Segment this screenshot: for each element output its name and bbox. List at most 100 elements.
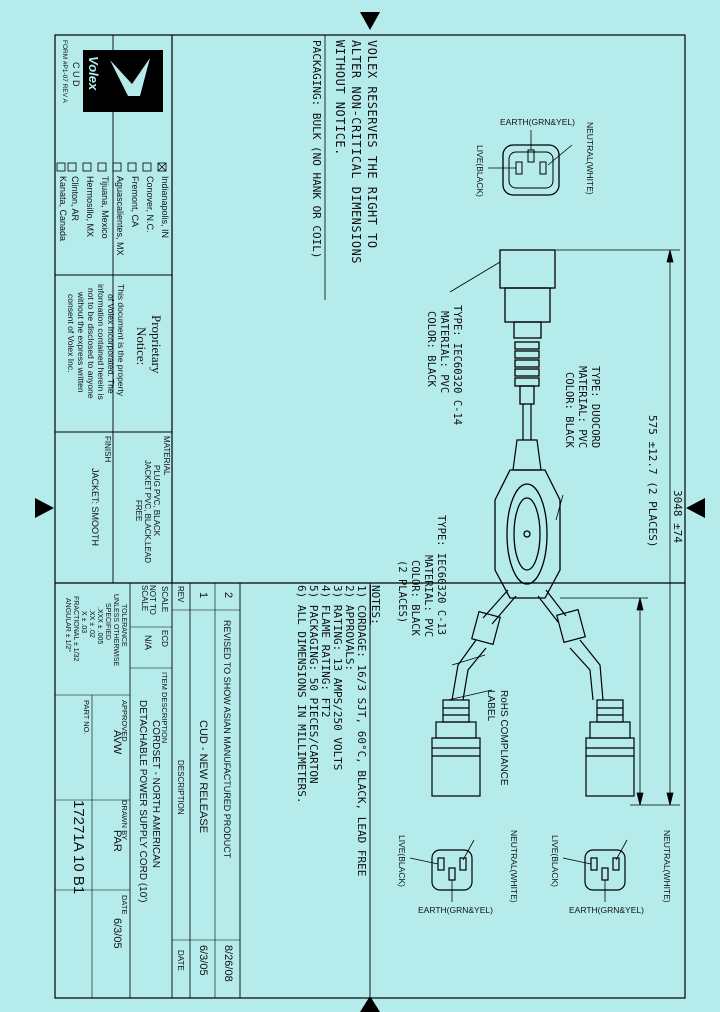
reserve-notice-2: WITHOUT NOTICE. [333,40,347,156]
rohs-label-1: LABEL [485,690,496,722]
duocord-material: MATERIAL: PVC [576,366,588,449]
br-earth-label: EARTH(GRN&YEL) [569,905,644,915]
br-neutral-label: NEUTRAL(WHITE) [662,830,672,903]
duocord-color: COLOR: BLACK [563,372,575,448]
c14-type: TYPE: IEC60320 C-14 [451,305,463,426]
note-1: 1) CORDAGE: 16/3 SJT, 60°C, BLACK, LEAD … [355,585,368,877]
cud-text: C U D [71,62,81,87]
proprietary-line-0: This document is the property [116,284,126,396]
tolerance-6: FRACTIONAL ± 1/32 [72,596,79,662]
volex-logo-mark [110,58,150,96]
top-live-label: LIVE(BLACK) [475,145,485,197]
bl-live-label: LIVE(BLACK) [397,835,407,887]
left-marker-arrow [35,498,54,518]
duocord-type: TYPE: DUOCORD [589,366,601,449]
top-marker-arrow [360,12,380,30]
tolerance-4: .XX ± .02 [88,609,95,638]
note-6: 6) ALL DIMENSIONS IN MILLIMETERS. [295,585,308,804]
rohs-label-0: RoHS COMPLIANCE [498,690,509,786]
desc-header: DESCRIPTION [176,760,185,815]
location-checkboxes [56,162,167,172]
connector-face-bottom-right [562,839,628,902]
dimension-branch: 575 ±12.7 (2 PLACES) [646,415,659,548]
notes-title: NOTES: [369,585,382,625]
br-live-label: LIVE(BLACK) [550,835,560,887]
c13-material: MATERIAL: PVC [422,555,434,638]
connector-face-top [488,130,573,196]
location-1: Conover, N.C. [145,176,155,233]
proprietary-line-2: information contained herein is [96,284,106,400]
c14-plug-body [499,249,556,405]
bl-neutral-label: NEUTRAL(WHITE) [509,830,519,903]
scale-label: SCALE [160,586,169,613]
connector-face-bottom-left [409,839,475,902]
location-3: Aguascalientes, MX [115,176,125,256]
part-number: 17271A 10 B1 [70,800,87,895]
proprietary-notice: Notice: [134,327,149,366]
approved: AVW [111,730,123,755]
tolerance-1: UNLESS OTHERWISE [112,594,119,667]
form-number: FORM #P1-07 REV A [61,40,68,103]
scale-value: NOT TO SCALE [140,585,157,615]
dimension-overall: 3048 ±74 [671,490,684,543]
rev-header: REV [176,586,185,603]
note-3: 3) RATING: 13 AMPS/250 VOLTS [331,585,344,771]
location-7: Kanata, Canada [58,176,68,242]
location-2: Fremont, CA [130,176,140,228]
c13-type: TYPE: IEC60320 C-13 [435,515,447,636]
c13-connector-left [431,699,481,797]
finish-label: FINISH [103,436,112,463]
material-line-2: FREE [134,500,143,522]
part-no-label: PART NO. [82,700,91,735]
top-neutral-label: NEUTRAL(WHITE) [585,122,595,195]
rev-row-1-desc: REVISED TO SHOW ASIAN MANUFACTURED PRODU… [222,620,232,859]
note-4: 4) FLAME RATING: FT2 [319,585,332,718]
proprietary-title: Proprietary [149,315,164,374]
volex-logo-text: Volex [86,56,101,91]
packaging-note: PACKAGING: BULK (NO HANK OR COIL) [310,40,323,259]
proprietary-line-4: without the express written [76,292,86,393]
c13-color: COLOR: BLACK [409,560,421,636]
location-4: Tijuana, Mexico [100,176,110,239]
item-desc-line-0: CORDSET - NORTH AMERICAN [150,720,161,868]
proprietary-line-1: of Volex Incorporated. The [106,294,116,394]
tolerance-7: ANGULAR ± 1/2° [64,598,71,653]
main-cord [512,404,542,471]
date-header: DATE [176,950,185,971]
c14-color: COLOR: BLACK [425,311,437,387]
splitter-body [494,469,561,599]
bottom-marker-arrow [360,996,380,1012]
scale-na: N/A [143,635,153,651]
tolerance-0: TOLERANCE [120,604,127,647]
proprietary-line-5: consent of Volex Inc. [66,294,76,373]
location-0: Indianapolis, IN [160,176,170,239]
ecd-header: ECD [160,630,169,647]
date-value: 6/3/05 [111,918,123,949]
note-5: 5) PACKAGING: 50 PIECES/CARTON [307,585,320,784]
material-label: MATERIAL [162,436,171,476]
rev-row-2-desc: CUD - NEW RELEASE [197,720,209,834]
item-desc-line-1: DETACHABLE POWER SUPPLY CORD (10') [137,700,148,903]
reserve-notice-1: ALTER NON-CRITICAL DIMENSIONS [349,40,363,265]
item-desc-label: ITEM DESCRIPTION [160,672,169,744]
branch-cords [451,589,604,701]
rev-row-1-date: 8/26/08 [222,945,234,982]
c13-places: (2 PLACES) [396,560,408,624]
rev-row-1-rev: 2 [222,592,234,599]
bl-earth-label: EARTH(GRN&YEL) [418,905,493,915]
rev-row-2-rev: 1 [197,592,209,599]
finish-value: JACKET: SMOOTH [90,468,100,547]
right-marker-arrow [686,498,705,518]
material-line-1: JACKET PVC, BLACK,LEAD [143,460,152,563]
dimension-lines [447,249,680,806]
drawn-by: PAR [111,830,123,852]
note-2: 2) APPROVALS: [343,585,356,672]
tolerance-3: .XXX ± .005 [96,607,103,645]
rev-row-2-date: 6/3/05 [197,945,209,976]
reserve-notice-0: VOLEX RESERVES THE RIGHT TO [365,40,379,249]
location-5: Hermosillo, MX [85,176,95,238]
tolerance-2: SPECIFIED [104,603,111,640]
c13-connector-right [585,699,635,797]
proprietary-line-3: not to be disclosed to anyone [86,288,96,399]
